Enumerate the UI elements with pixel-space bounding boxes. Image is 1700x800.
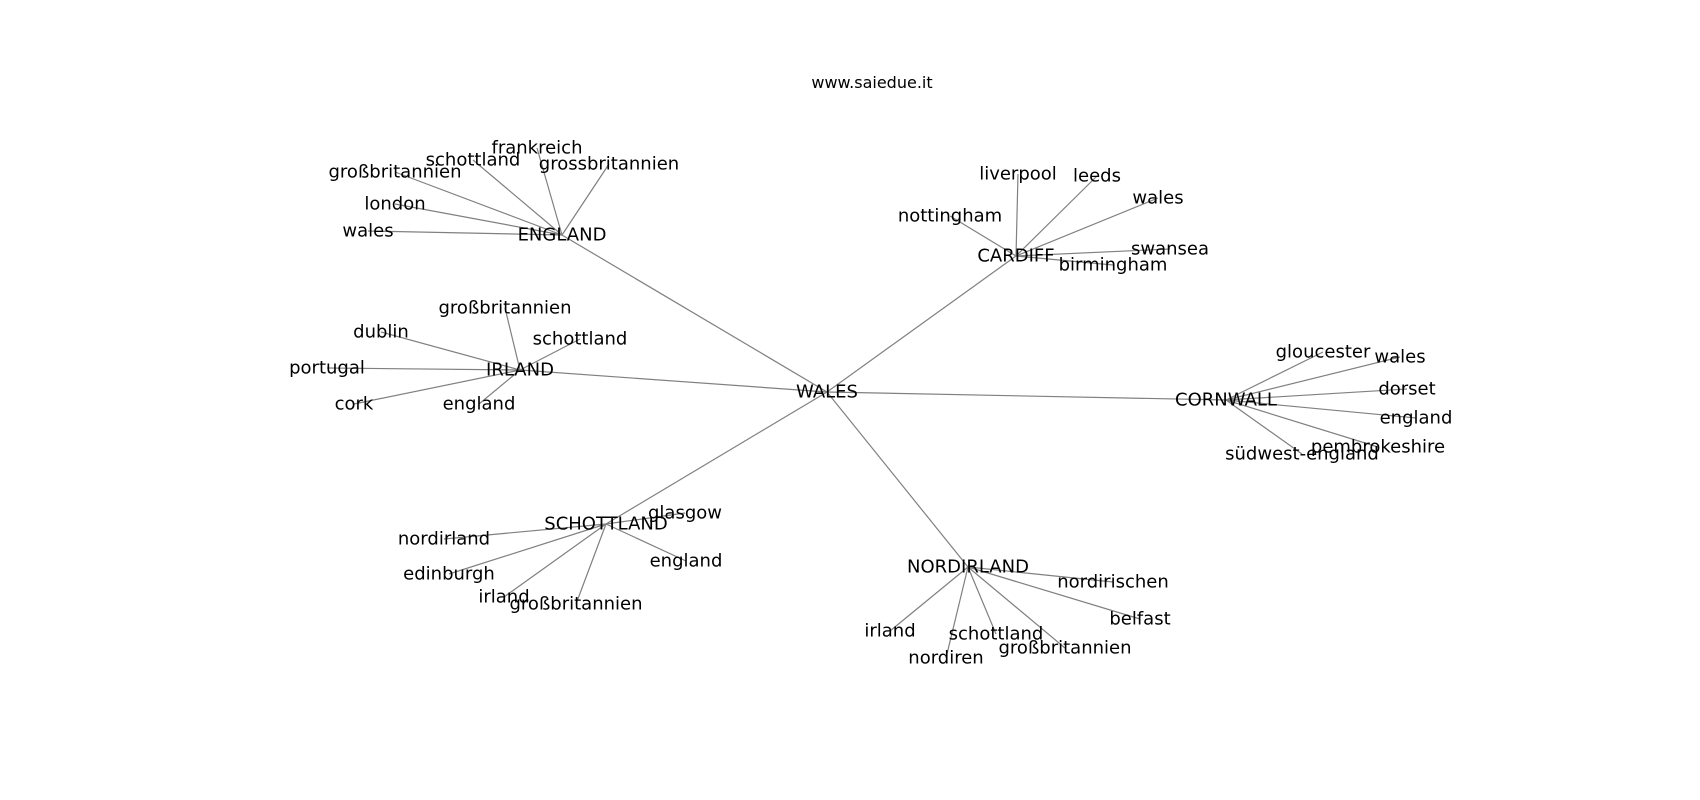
leaf-node-label: gloucester xyxy=(1276,342,1371,363)
leaf-node-label: irland xyxy=(864,621,915,642)
edge-hub-to-leaf xyxy=(967,566,997,635)
leaf-node-label: nordirischen xyxy=(1057,572,1169,593)
edge-hub-to-leaf xyxy=(472,159,563,236)
hub-node-label: CORNWALL xyxy=(1175,390,1277,411)
edge-hub-to-leaf xyxy=(519,338,581,371)
edge-hub-to-leaf xyxy=(1225,399,1379,448)
edge-hub-to-leaf xyxy=(443,523,607,540)
leaf-node-label: belfast xyxy=(1109,609,1170,630)
edge-hub-to-leaf xyxy=(380,331,521,371)
leaf-node-label: cork xyxy=(335,394,374,415)
edge-hub-to-leaf xyxy=(353,369,521,405)
edge-hub-to-leaf xyxy=(1225,399,1303,455)
edge-center-to-hub xyxy=(605,391,828,525)
leaf-node-label: nordiren xyxy=(908,648,983,669)
leaf-node-label: wales xyxy=(1374,347,1425,368)
hub-node-label: NORDIRLAND xyxy=(907,557,1029,578)
leaf-node-label: schottland xyxy=(426,150,521,171)
leaf-node-label: frankreich xyxy=(492,138,583,159)
edge-hub-to-leaf xyxy=(575,523,607,605)
edge-hub-to-leaf xyxy=(478,369,521,405)
leaf-node-label: england xyxy=(1380,408,1453,429)
leaf-node-label: leeds xyxy=(1073,166,1121,187)
leaf-node-label: grossbritannien xyxy=(539,154,679,175)
leaf-node-label: südwest-england xyxy=(1225,444,1379,465)
edge-hub-to-leaf xyxy=(561,163,610,236)
edge-hub-to-leaf xyxy=(949,215,1017,257)
leaf-node-label: großbritannien xyxy=(439,298,572,319)
edge-hub-to-leaf xyxy=(1225,356,1401,401)
leaf-node-label: irland xyxy=(478,587,529,608)
edge-center-to-hub xyxy=(826,255,1017,393)
edge-hub-to-leaf xyxy=(605,512,686,525)
leaf-node-label: nottingham xyxy=(898,206,1002,227)
edge-hub-to-leaf xyxy=(536,147,563,236)
edge-hub-to-leaf xyxy=(448,523,607,575)
edge-hub-to-leaf xyxy=(326,367,521,371)
edge-center-to-hub xyxy=(826,391,1227,401)
edge-hub-to-leaf xyxy=(504,307,521,371)
edge-hub-to-leaf xyxy=(967,566,1141,620)
edge-hub-to-leaf xyxy=(1015,173,1019,257)
edges xyxy=(326,147,1417,659)
edge-hub-to-leaf xyxy=(967,566,1114,583)
leaf-node-label: portugal xyxy=(289,358,365,379)
edge-hub-to-leaf xyxy=(394,203,563,236)
hub-node-label: SCHOTTLAND xyxy=(544,514,667,535)
leaf-node-label: england xyxy=(650,551,723,572)
edge-hub-to-leaf xyxy=(1225,388,1408,401)
edge-hub-to-leaf xyxy=(1015,197,1159,257)
leaf-node-label: london xyxy=(364,194,425,215)
leaf-node-label: glasgow xyxy=(648,503,722,524)
leaf-node-label: großbritannien xyxy=(329,162,462,183)
leaf-node-label: wales xyxy=(1132,188,1183,209)
leaf-node-label: swansea xyxy=(1131,239,1209,260)
leaf-node-label: schottland xyxy=(533,329,628,350)
edge-center-to-hub xyxy=(519,369,828,393)
leaf-node-label: dorset xyxy=(1378,379,1435,400)
center-node-label: WALES xyxy=(796,382,858,403)
leaf-node-label: england xyxy=(443,394,516,415)
hub-node-label: CARDIFF xyxy=(977,246,1054,267)
edge-hub-to-leaf xyxy=(945,566,969,659)
leaf-node-label: nordirland xyxy=(398,529,490,550)
edge-hub-to-leaf xyxy=(1015,255,1114,266)
leaf-node-label: großbritannien xyxy=(510,594,643,615)
edge-center-to-hub xyxy=(826,391,969,568)
edge-hub-to-leaf xyxy=(967,566,1066,649)
edge-hub-to-leaf xyxy=(889,566,969,632)
edge-hub-to-leaf xyxy=(367,230,563,236)
diagram-title: www.saiedue.it xyxy=(811,73,932,92)
edge-hub-to-leaf xyxy=(1225,351,1324,401)
edge-center-to-hub xyxy=(561,234,828,393)
hub-node-label: IRLAND xyxy=(486,360,554,381)
edge-hub-to-leaf xyxy=(503,523,607,598)
edge-hub-to-leaf xyxy=(605,523,687,562)
leaf-node-label: dublin xyxy=(353,322,409,343)
edge-hub-to-leaf xyxy=(1015,175,1098,257)
leaf-node-label: schottland xyxy=(949,624,1044,645)
leaf-node-label: großbritannien xyxy=(999,638,1132,659)
hub-node-label: ENGLAND xyxy=(518,225,607,246)
edge-hub-to-leaf xyxy=(394,171,563,236)
leaf-node-label: liverpool xyxy=(979,164,1057,185)
edge-hub-to-leaf xyxy=(1225,399,1417,419)
edge-hub-to-leaf xyxy=(1015,248,1171,257)
leaf-node-label: wales xyxy=(342,221,393,242)
leaf-node-label: birmingham xyxy=(1059,255,1168,276)
leaf-node-label: pembrokeshire xyxy=(1311,437,1445,458)
leaf-node-label: edinburgh xyxy=(403,564,495,585)
